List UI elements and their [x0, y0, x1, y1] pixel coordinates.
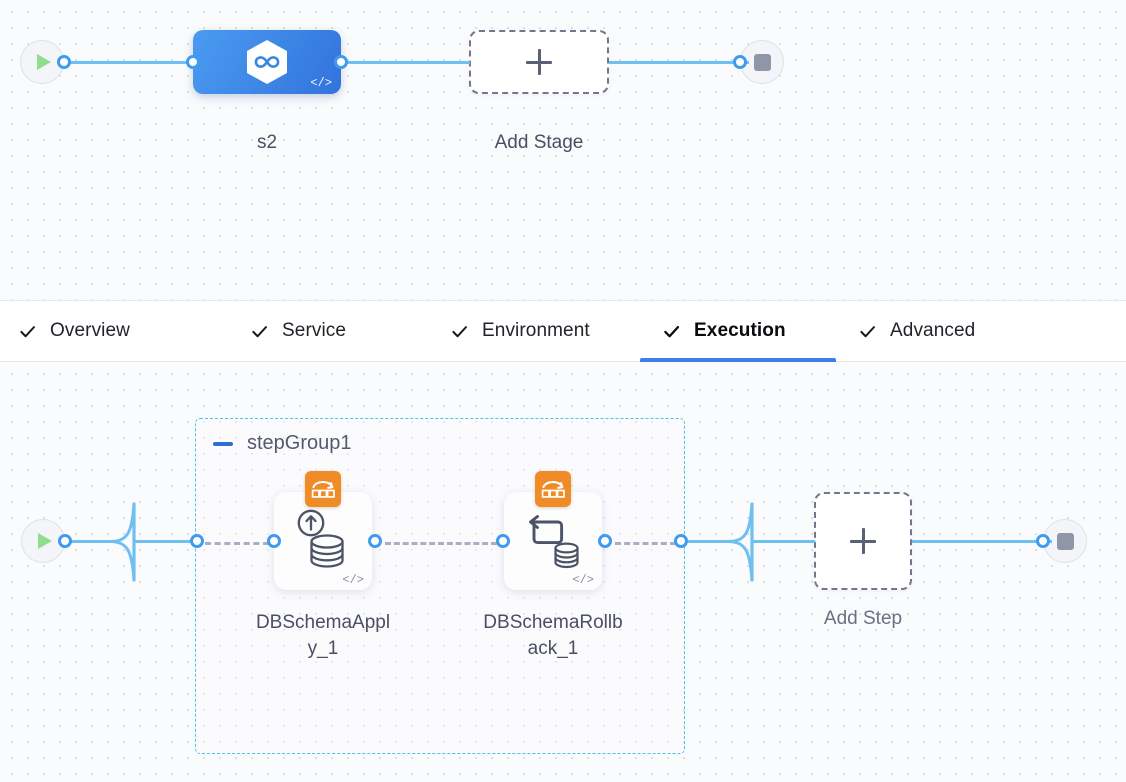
execution-start-node[interactable]: [21, 519, 72, 563]
edge-start-to-stage: [65, 60, 200, 64]
check-icon: [860, 325, 875, 337]
start-node-circle[interactable]: [20, 40, 64, 84]
stage-node-s2[interactable]: </>: [186, 30, 348, 94]
step1-output-port[interactable]: [368, 534, 382, 548]
step-group-header[interactable]: stepGroup1: [213, 432, 352, 455]
pipeline-end-node[interactable]: [733, 40, 784, 84]
play-icon: [38, 533, 52, 549]
step-node-dbschemaapply[interactable]: </>: [274, 471, 382, 590]
stepgroup-entry-port[interactable]: [190, 534, 204, 548]
edge-stepgroup-to-addstep: [688, 502, 816, 582]
edge-stage-to-addstage: [345, 60, 470, 64]
stage-code-badge: </>: [310, 76, 332, 90]
minus-icon[interactable]: [213, 441, 233, 446]
liquibase-changeset-icon: [305, 471, 341, 507]
tab-service[interactable]: Service: [228, 301, 428, 361]
plus-icon: [526, 49, 552, 75]
step-node-dbschemarollback[interactable]: </>: [504, 471, 612, 590]
tab-advanced-label: Advanced: [890, 320, 976, 341]
stepgroup-exit-port[interactable]: [674, 534, 688, 548]
tab-execution[interactable]: Execution: [640, 301, 836, 362]
tab-environment-label: Environment: [482, 320, 590, 341]
step-card-dbschemaapply[interactable]: </>: [274, 471, 372, 590]
step-code-badge: </>: [342, 573, 364, 587]
step-label-dbschemaapply: DBSchemaAppl y_1: [255, 612, 391, 659]
edge-group-to-step1: [205, 542, 269, 545]
execution-canvas[interactable]: stepGroup1: [0, 362, 1126, 782]
add-stage-label: Add Stage: [494, 132, 584, 153]
start-node-output-port[interactable]: [57, 55, 71, 69]
add-step-button[interactable]: [814, 492, 912, 590]
stage-label: s2: [256, 132, 278, 153]
database-apply-up-arrow-icon: [274, 506, 372, 578]
edge-step2-to-groupexit: [615, 542, 676, 545]
step2-input-port[interactable]: [496, 534, 510, 548]
edge-step1-to-step2: [385, 542, 497, 545]
tab-execution-label: Execution: [694, 320, 786, 341]
check-icon: [452, 325, 467, 337]
edge-addstep-to-end: [912, 539, 1052, 543]
stop-icon: [753, 53, 771, 71]
pipeline-start-node[interactable]: [20, 40, 71, 84]
end-node-circle[interactable]: [740, 40, 784, 84]
step-card-dbschemarollback[interactable]: </>: [504, 471, 602, 590]
plus-icon: [850, 528, 876, 554]
add-step-label: Add Step: [823, 608, 903, 629]
tab-overview-label: Overview: [50, 320, 130, 341]
stop-icon: [1056, 532, 1074, 550]
step-code-badge: </>: [572, 573, 594, 587]
tab-environment[interactable]: Environment: [428, 301, 640, 361]
execution-end-input-port[interactable]: [1036, 534, 1050, 548]
execution-start-output-port[interactable]: [58, 534, 72, 548]
step2-output-port[interactable]: [598, 534, 612, 548]
step-label-dbschemarollback: DBSchemaRollb ack_1: [483, 612, 623, 659]
database-rollback-arrow-icon: [504, 506, 602, 578]
edge-addstage-to-end: [609, 60, 749, 64]
stage-input-port[interactable]: [186, 55, 200, 69]
tab-overview[interactable]: Overview: [0, 301, 228, 361]
stage-card[interactable]: </>: [193, 30, 341, 94]
add-step-node[interactable]: [814, 492, 912, 590]
tab-advanced[interactable]: Advanced: [836, 301, 1036, 361]
step-group-title: stepGroup1: [247, 432, 352, 454]
execution-start-circle[interactable]: [21, 519, 65, 563]
infinity-hexagon-icon: [247, 40, 287, 84]
execution-end-node[interactable]: [1036, 519, 1087, 563]
edge-start-to-stepgroup: [62, 502, 200, 582]
stage-canvas[interactable]: </> s2 Add Stage: [0, 0, 1126, 300]
check-icon: [20, 325, 35, 337]
tab-service-label: Service: [282, 320, 347, 341]
add-stage-node[interactable]: [469, 30, 609, 94]
end-node-input-port[interactable]: [733, 55, 747, 69]
stage-output-port[interactable]: [334, 55, 348, 69]
check-icon: [664, 325, 680, 337]
play-icon: [37, 54, 51, 70]
step-group-stepGroup1[interactable]: [195, 418, 685, 754]
check-icon: [252, 325, 267, 337]
step1-input-port[interactable]: [267, 534, 281, 548]
add-stage-button[interactable]: [469, 30, 609, 94]
liquibase-changeset-icon: [535, 471, 571, 507]
stage-config-tabs[interactable]: Overview Service Environment Execution A: [0, 300, 1126, 362]
